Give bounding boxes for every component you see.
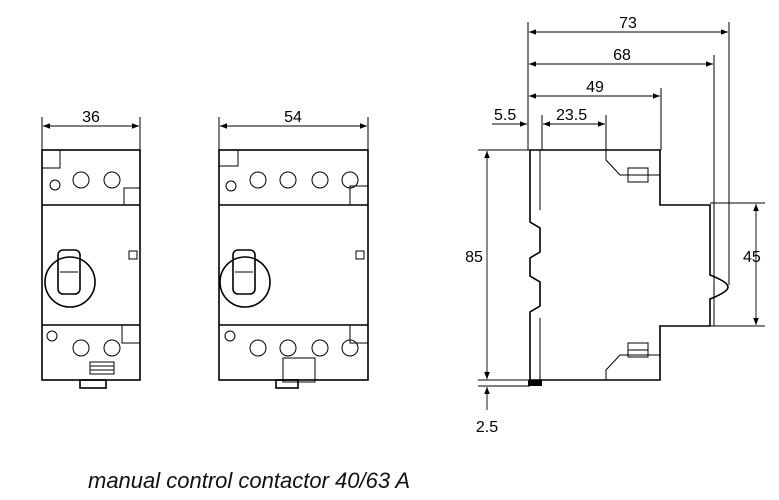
figure-caption: manual control contactor 40/63 A bbox=[88, 468, 411, 493]
device-body bbox=[41, 149, 141, 381]
din-foot bbox=[275, 379, 299, 389]
terminal-screw bbox=[341, 339, 359, 357]
terminal-screw bbox=[72, 339, 90, 357]
corner-notch-bottom bbox=[121, 325, 140, 344]
din-clip bbox=[89, 361, 115, 375]
dim-label-45: 45 bbox=[743, 249, 761, 266]
dim-label-73: 73 bbox=[619, 15, 637, 32]
front-view-54: 54 bbox=[218, 109, 369, 389]
terminal-screw bbox=[279, 339, 297, 357]
dim-label-5-5: 5.5 bbox=[494, 107, 516, 124]
rotary-knob bbox=[219, 256, 271, 308]
dim-label-85: 85 bbox=[465, 249, 483, 266]
corner-notch-bottom bbox=[349, 325, 368, 344]
terminal-screw bbox=[103, 339, 121, 357]
dim-label-49: 49 bbox=[586, 79, 604, 96]
dim-label-68: 68 bbox=[613, 47, 631, 64]
side-view: 73 68 49 5.5 23.5 85 2.5 45 bbox=[465, 15, 765, 436]
terminal-screw bbox=[249, 339, 267, 357]
side-profile-outline bbox=[529, 149, 729, 381]
knob-lever bbox=[57, 249, 81, 295]
device-body bbox=[218, 149, 369, 381]
aux-terminal bbox=[46, 330, 58, 342]
terminal-screw bbox=[311, 339, 329, 357]
dim-label-2-5: 2.5 bbox=[476, 419, 498, 436]
din-foot bbox=[79, 379, 107, 389]
knob-lever bbox=[232, 249, 256, 295]
indicator-window bbox=[128, 250, 138, 260]
indicator-window bbox=[355, 250, 365, 260]
aux-terminal bbox=[225, 180, 237, 192]
dim-label-36: 36 bbox=[82, 109, 100, 126]
dim-label-54: 54 bbox=[284, 109, 302, 126]
corner-notch-top bbox=[42, 150, 61, 169]
terminal-screw bbox=[103, 171, 121, 189]
upper-terminal-profile bbox=[605, 150, 660, 176]
aux-terminal bbox=[224, 330, 236, 342]
lower-terminal-profile bbox=[605, 354, 660, 380]
corner-notch-top bbox=[219, 150, 239, 167]
terminal-screw bbox=[72, 171, 90, 189]
terminal-screw bbox=[279, 171, 297, 189]
corner-notch-right bbox=[123, 187, 140, 205]
aux-terminal bbox=[49, 179, 61, 191]
terminal-screw bbox=[311, 171, 329, 189]
corner-notch-right bbox=[349, 185, 368, 205]
terminal-screw bbox=[249, 171, 267, 189]
din-clip bbox=[282, 357, 316, 383]
rotary-knob bbox=[44, 256, 96, 308]
rail-foot bbox=[528, 380, 542, 386]
terminal-screw bbox=[341, 171, 359, 189]
front-view-36: 36 bbox=[41, 109, 141, 389]
dim-label-23-5: 23.5 bbox=[556, 107, 587, 124]
